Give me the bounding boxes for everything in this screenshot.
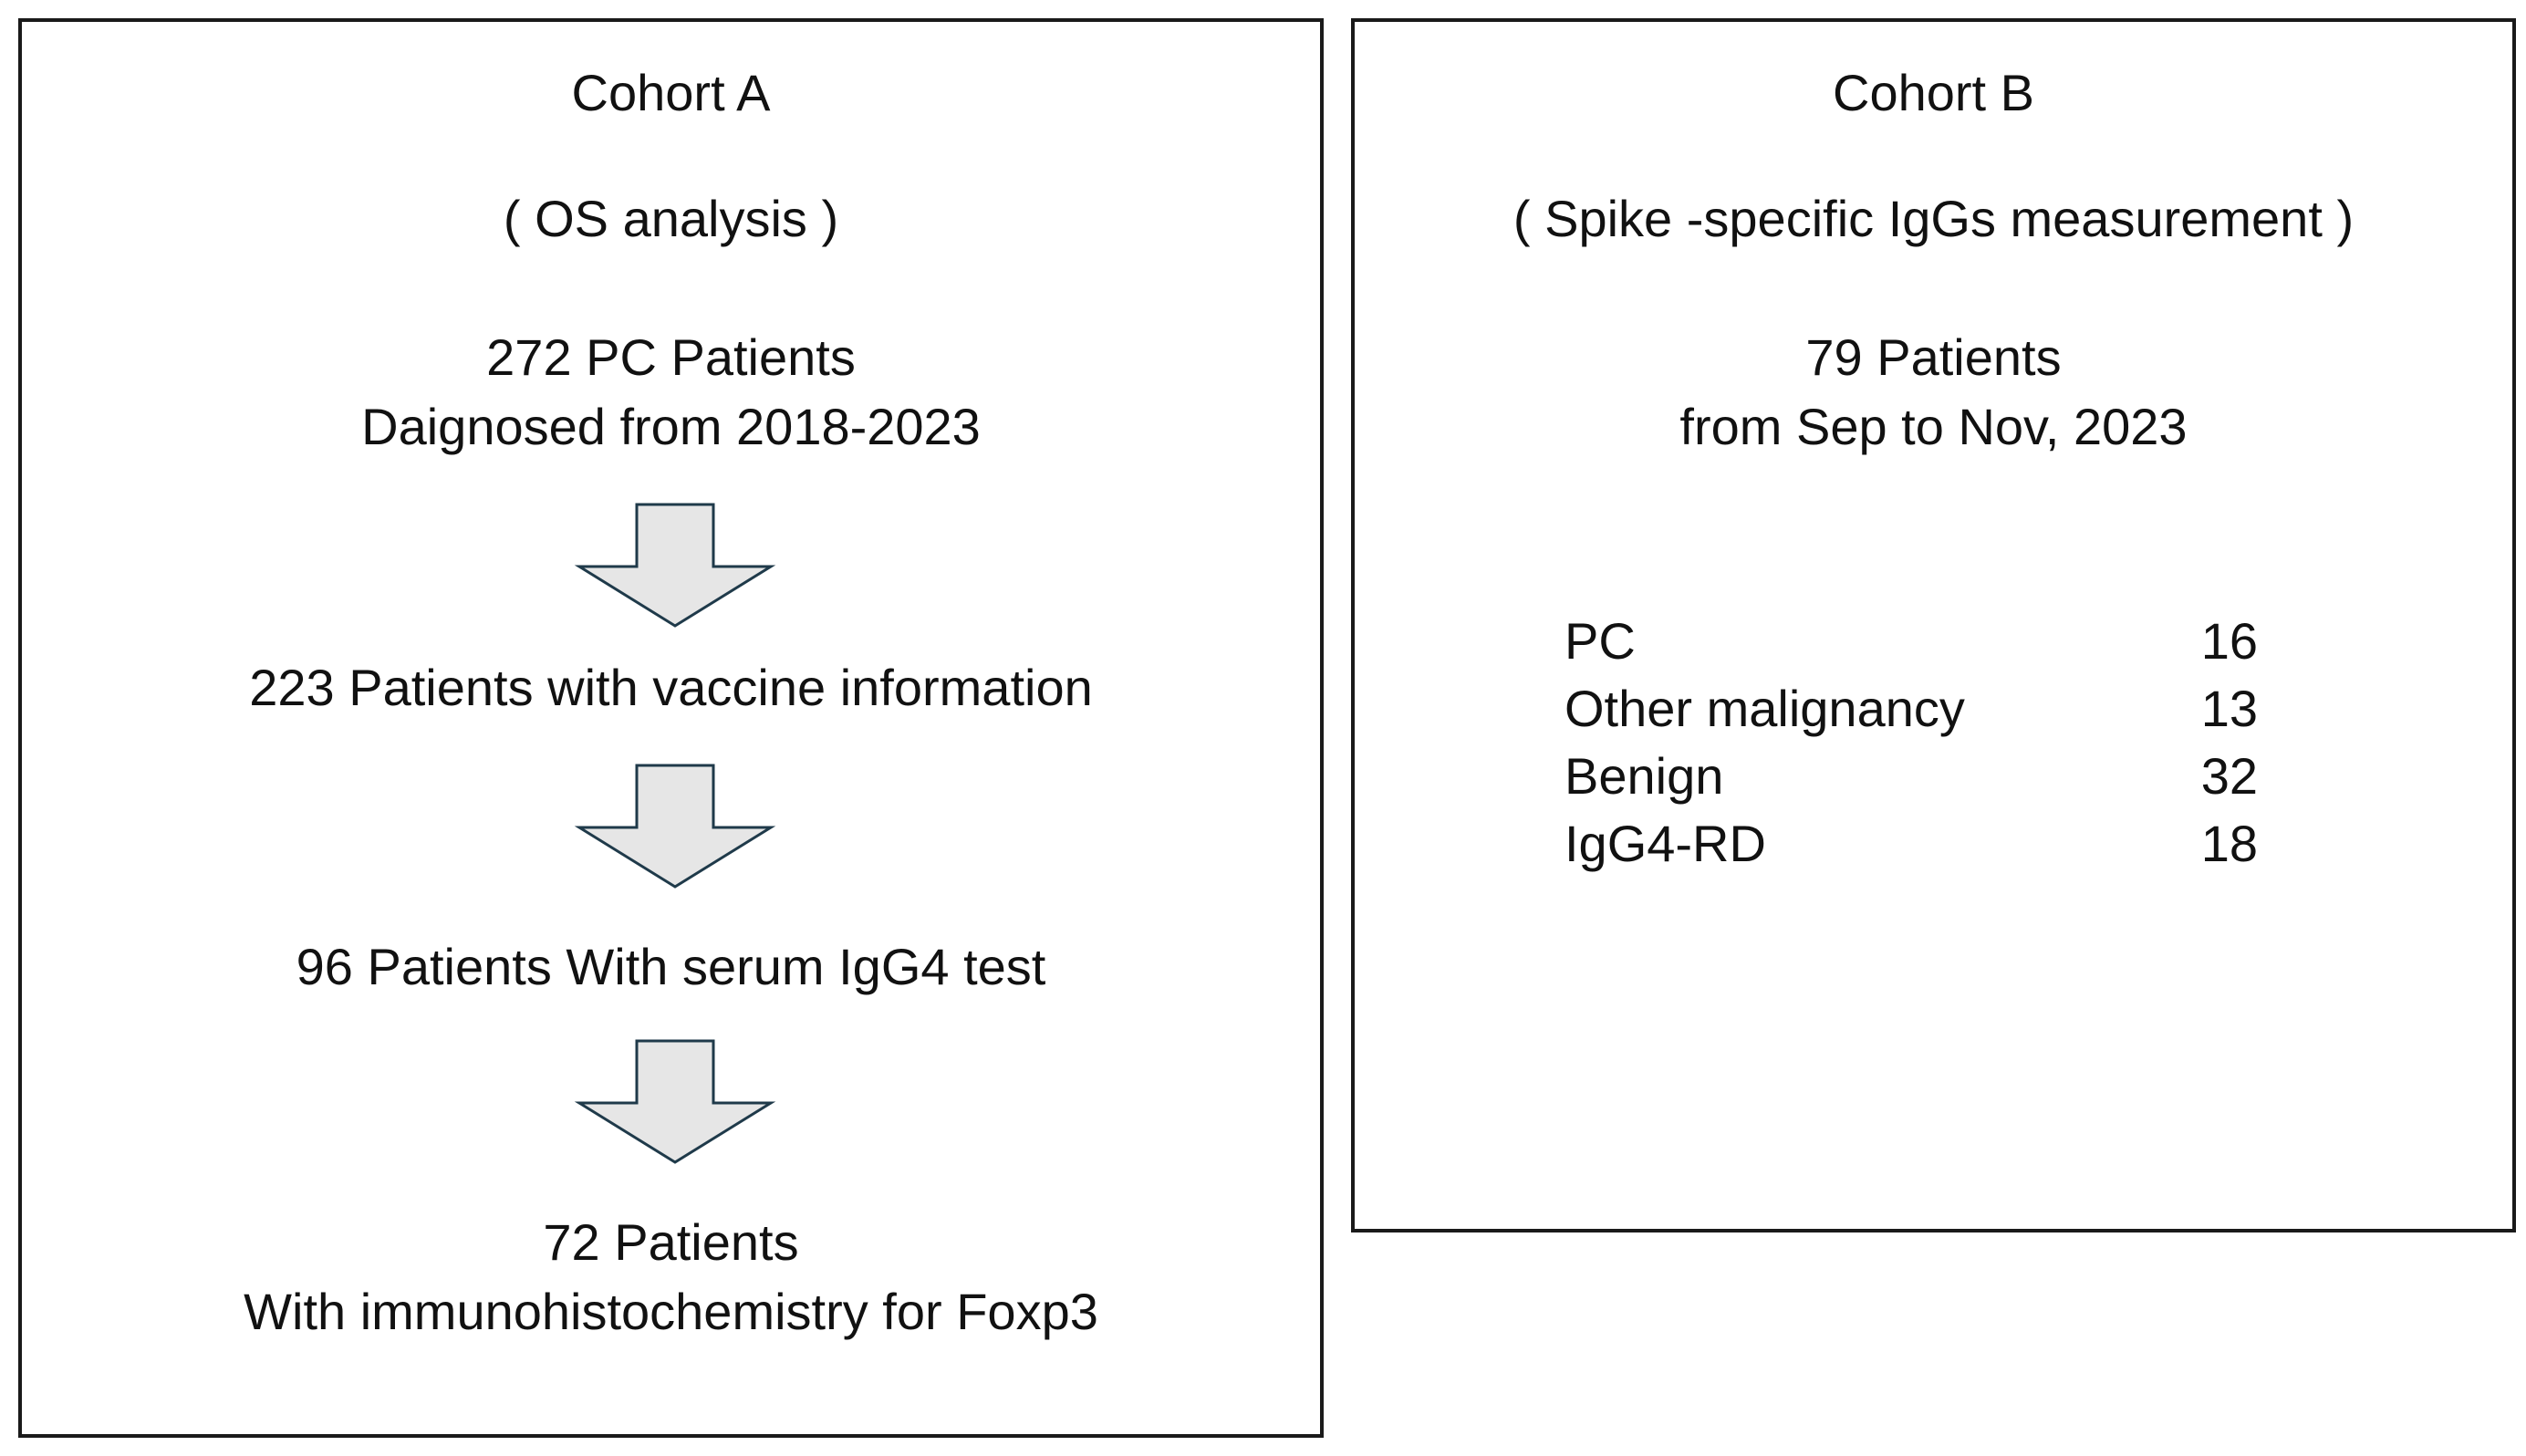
down-arrow-icon — [570, 1039, 780, 1167]
category-row: Other malignancy 13 — [1355, 675, 2512, 743]
cohort-a-panel: Cohort A ( OS analysis ) 272 PC Patients… — [18, 18, 1324, 1438]
cohort-a-title: Cohort A — [571, 64, 771, 121]
category-row: IgG4-RD 18 — [1355, 810, 2512, 878]
step-2-label: 223 Patients with vaccine information — [249, 659, 1093, 716]
cohort-b-title: Cohort B — [1833, 64, 2034, 121]
category-label: Benign — [1564, 747, 1724, 805]
category-count: 13 — [2200, 680, 2258, 737]
step-4-detail: With immunohistochemistry for Foxp3 — [244, 1283, 1098, 1340]
step-1-detail: Daignosed from 2018-2023 — [361, 398, 981, 455]
category-count: 32 — [2200, 747, 2258, 805]
step-1-count: 272 PC Patients — [486, 328, 856, 386]
category-label: PC — [1564, 612, 1636, 670]
step-3-label: 96 Patients With serum IgG4 test — [296, 938, 1046, 995]
category-row: Benign 32 — [1355, 743, 2512, 810]
cohort-b-date-range: from Sep to Nov, 2023 — [1679, 398, 2188, 455]
cohort-b-subtitle: ( Spike -specific IgGs measurement ) — [1512, 190, 2354, 247]
cohort-b-patient-count: 79 Patients — [1805, 328, 2062, 386]
category-label: Other malignancy — [1564, 680, 1965, 737]
category-count: 16 — [2200, 612, 2258, 670]
category-row: PC 16 — [1355, 608, 2512, 675]
category-count: 18 — [2200, 815, 2258, 872]
down-arrow-icon — [570, 764, 780, 891]
down-arrow-icon — [570, 503, 780, 630]
cohort-a-subtitle: ( OS analysis ) — [503, 190, 839, 247]
cohort-b-panel: Cohort B ( Spike -specific IgGs measurem… — [1351, 18, 2516, 1232]
step-4-count: 72 Patients — [543, 1213, 799, 1271]
category-label: IgG4-RD — [1564, 815, 1766, 872]
